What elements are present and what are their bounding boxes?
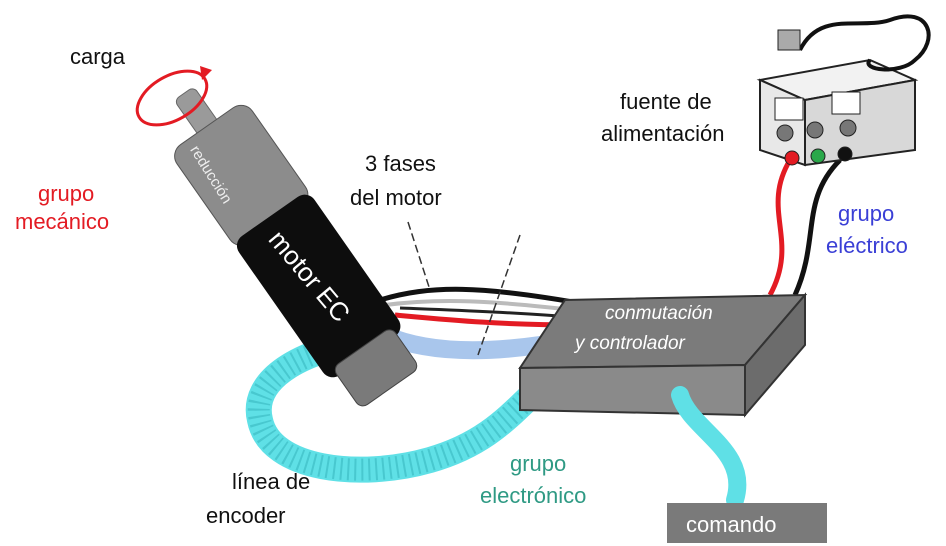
label-encoder: encoder	[206, 503, 286, 528]
meter-right	[831, 91, 861, 115]
encoder-cable	[245, 327, 573, 483]
label-conmutacion: conmutación	[605, 303, 713, 324]
terminal-black	[837, 146, 853, 162]
plug	[777, 29, 801, 51]
motor-assembly	[174, 88, 418, 407]
label-carga: carga	[70, 44, 126, 69]
label-mecanico: mecánico	[15, 209, 110, 234]
terminal-red	[784, 150, 800, 166]
power-cord	[798, 14, 931, 72]
knob-3	[839, 119, 857, 137]
label-comando: comando	[686, 512, 777, 537]
fases-pointer-2	[477, 234, 521, 356]
label-del-motor: del motor	[350, 185, 442, 210]
rotation-arrow-icon	[135, 69, 209, 127]
meter-left	[774, 97, 804, 121]
fases-pointer-1	[407, 221, 431, 291]
phase-wire-black	[379, 286, 591, 308]
label-electrico: eléctrico	[826, 233, 908, 258]
label-grupo-electronico: grupo	[510, 451, 567, 476]
label-3-fases: 3 fases	[365, 151, 436, 176]
knob-1	[776, 124, 794, 142]
phase-wire-white	[384, 298, 591, 314]
terminal-green	[810, 148, 826, 164]
label-y-controlador: y controlador	[575, 333, 685, 354]
label-grupo-electrico: grupo	[838, 201, 895, 226]
motor-body	[236, 194, 401, 378]
label-electronico: electrónico	[480, 483, 587, 508]
label-alimentacion: alimentación	[601, 121, 725, 146]
rotation-arrowhead-icon	[200, 66, 212, 80]
label-grupo-mecanico: grupo	[38, 181, 95, 206]
label-linea-de: línea de	[232, 469, 311, 494]
command-block	[667, 503, 827, 543]
knob-2	[806, 121, 824, 139]
supply-lead-black	[792, 158, 842, 297]
encoder-cable-top	[376, 326, 549, 360]
label-fuente-de: fuente de	[620, 89, 712, 114]
supply-lead-red	[767, 158, 793, 297]
controller-front	[519, 363, 746, 417]
controller-side	[744, 292, 806, 418]
command-cable	[671, 386, 747, 509]
encoder-housing	[334, 329, 418, 407]
